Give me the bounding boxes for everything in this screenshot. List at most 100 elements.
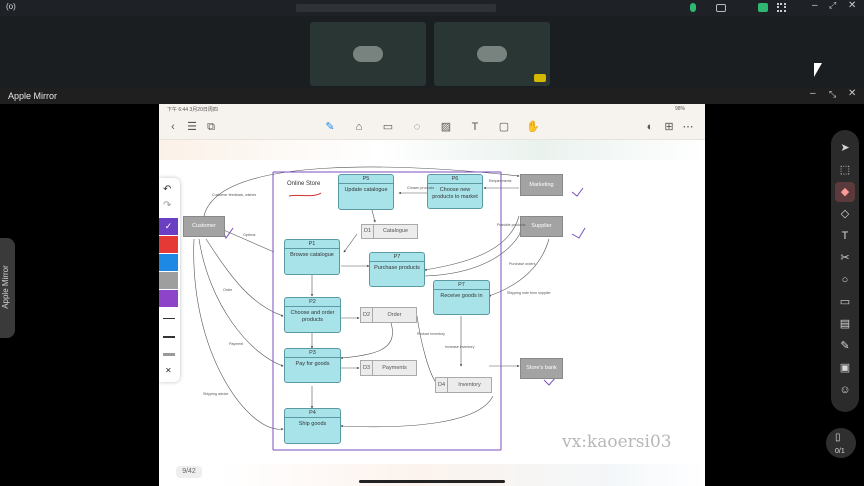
eraser-icon[interactable]: ◇ <box>840 208 850 220</box>
process-label: Choose and order products <box>290 310 335 323</box>
people-icon[interactable]: ☺ <box>839 384 851 396</box>
entity-label: Store's bank <box>526 365 557 371</box>
bottom-wash <box>219 464 705 486</box>
stroke-thick[interactable] <box>163 353 175 356</box>
entity-label: Customer <box>192 223 216 229</box>
close-icon[interactable]: ✕ <box>848 88 857 99</box>
select-icon[interactable]: ⬚ <box>839 164 851 176</box>
minimize-icon[interactable]: – <box>810 88 816 99</box>
flow-label: Shipping advice <box>203 392 229 396</box>
mic-icon[interactable] <box>690 3 696 12</box>
boundary-title: Online Store <box>287 181 321 187</box>
page-counter[interactable]: ▯ 0/1 <box>826 428 856 458</box>
stroke-medium[interactable] <box>163 336 175 338</box>
entity-bank: Store's bank <box>520 358 563 379</box>
hand-icon[interactable]: ✋ <box>526 121 540 133</box>
entity-supplier: Supplier <box>520 216 563 237</box>
layers-icon[interactable]: ⧉ <box>207 121 215 133</box>
video-strip <box>0 16 864 88</box>
side-tab-label: Apple Mirror <box>1 265 10 309</box>
page-icon: ▯ <box>835 432 841 443</box>
briefcase-icon[interactable]: ▤ <box>839 318 851 330</box>
color-palette: ↶ ↷ ✓ ✕ <box>159 178 180 382</box>
meeting-top-bar: (o) – ⤢ ✕ <box>0 0 864 16</box>
process-label: Ship goods <box>298 421 327 427</box>
side-tab[interactable] <box>0 238 15 338</box>
shape-icon[interactable]: ▢ <box>498 121 510 133</box>
process-p7-receive: P7 Receive goods in <box>433 280 490 315</box>
participant-tile[interactable] <box>434 22 550 86</box>
circle-icon[interactable]: ○ <box>841 274 849 286</box>
flow-label: Reduce inventory <box>417 332 445 336</box>
process-p4: P4 Ship goods <box>284 408 341 444</box>
color-swatch-selected[interactable]: ✓ <box>159 218 178 235</box>
whiteboard-icon[interactable]: ▭ <box>839 296 851 308</box>
add-page-icon[interactable]: ⊞ <box>664 121 674 133</box>
store-id: D2 <box>361 308 373 322</box>
minimize-icon[interactable]: – <box>812 0 818 11</box>
pointer-icon[interactable]: ➤ <box>840 142 850 154</box>
process-id: P5 <box>339 175 393 184</box>
color-swatch[interactable] <box>159 254 178 271</box>
annotation-toolbar: ➤ ⬚ ◆ ◇ T ✂ ○ ▭ ▤ ✎ ▣ ☺ <box>831 130 859 412</box>
store-d1: D1 Catalogue <box>361 224 418 239</box>
flow-label: Options <box>243 233 256 237</box>
process-p5: P5 Update catalogue <box>338 174 394 210</box>
process-id: P7 <box>434 281 489 290</box>
color-swatch[interactable] <box>159 290 178 307</box>
store-d3: D3 Payments <box>360 360 417 376</box>
pen-icon[interactable]: ✎ <box>325 121 335 133</box>
marker-icon[interactable]: ⌂ <box>355 121 363 133</box>
entity-marketing: Marketing <box>520 174 563 196</box>
process-label: Purchase products <box>374 265 420 271</box>
maximize-icon[interactable]: ⤢ <box>829 0 837 10</box>
image-icon[interactable]: ▨ <box>440 121 452 133</box>
lasso-icon[interactable]: ◌ <box>413 121 421 133</box>
page-indicator[interactable]: 9/42 <box>176 466 202 478</box>
text-icon[interactable]: T <box>841 230 849 242</box>
mouse-cursor-icon <box>814 63 822 77</box>
stroke-thin[interactable] <box>163 318 175 319</box>
color-swatch[interactable] <box>159 236 178 253</box>
undo-icon[interactable]: ↶ <box>163 184 172 195</box>
ipad-screen: 下午 6:44 3月20日周四 98% ‹ ☰ ⧉ ✎ ⌂ ▭ ◌ ▨ T ▢ … <box>159 104 705 486</box>
note-icon[interactable]: ✎ <box>840 340 850 352</box>
process-p6: P6 Choose new products to market <box>427 174 483 209</box>
page-wash <box>159 140 705 160</box>
process-label: Browse catalogue <box>290 252 334 258</box>
camera-off-icon[interactable] <box>716 4 726 12</box>
flow-label: Payment <box>229 342 244 346</box>
chat-icon[interactable]: ▣ <box>839 362 851 374</box>
store-label: Order <box>387 312 402 318</box>
process-id: P7 <box>370 253 424 262</box>
text-icon[interactable]: T <box>471 121 479 133</box>
back-icon[interactable]: ‹ <box>171 121 175 133</box>
process-id: P1 <box>285 240 339 249</box>
process-p1: P1 Browse catalogue <box>284 239 340 275</box>
store-id: D4 <box>436 378 448 392</box>
palette-icon[interactable]: ◐ <box>646 121 654 133</box>
home-indicator[interactable] <box>359 480 505 483</box>
share-screen-icon[interactable] <box>758 3 768 12</box>
close-icon[interactable]: ✕ <box>848 0 857 11</box>
speaking-indicator <box>534 74 546 82</box>
broadcast-icon[interactable]: (o) <box>6 2 16 11</box>
flow-label: Order <box>223 288 233 292</box>
fullscreen-icon[interactable]: ⤡ <box>829 89 837 99</box>
entity-customer: Customer <box>183 216 225 237</box>
scissors-icon[interactable]: ✂ <box>840 252 850 264</box>
store-label: Catalogue <box>382 228 409 234</box>
eraser-icon[interactable]: ▭ <box>382 121 394 133</box>
highlighter-icon[interactable]: ◆ <box>835 182 855 202</box>
participant-tile[interactable] <box>310 22 426 86</box>
color-swatch[interactable] <box>159 272 178 289</box>
process-id: P4 <box>285 409 340 418</box>
store-id: D1 <box>362 225 374 238</box>
redo-icon[interactable]: ↷ <box>163 200 172 211</box>
list-icon[interactable]: ☰ <box>187 121 197 133</box>
grid-view-icon[interactable] <box>777 3 786 12</box>
meeting-title-blurred <box>296 4 496 12</box>
store-id: D3 <box>361 361 373 375</box>
more-icon[interactable]: ⋯ <box>682 121 694 133</box>
close-palette-icon[interactable]: ✕ <box>165 366 172 375</box>
